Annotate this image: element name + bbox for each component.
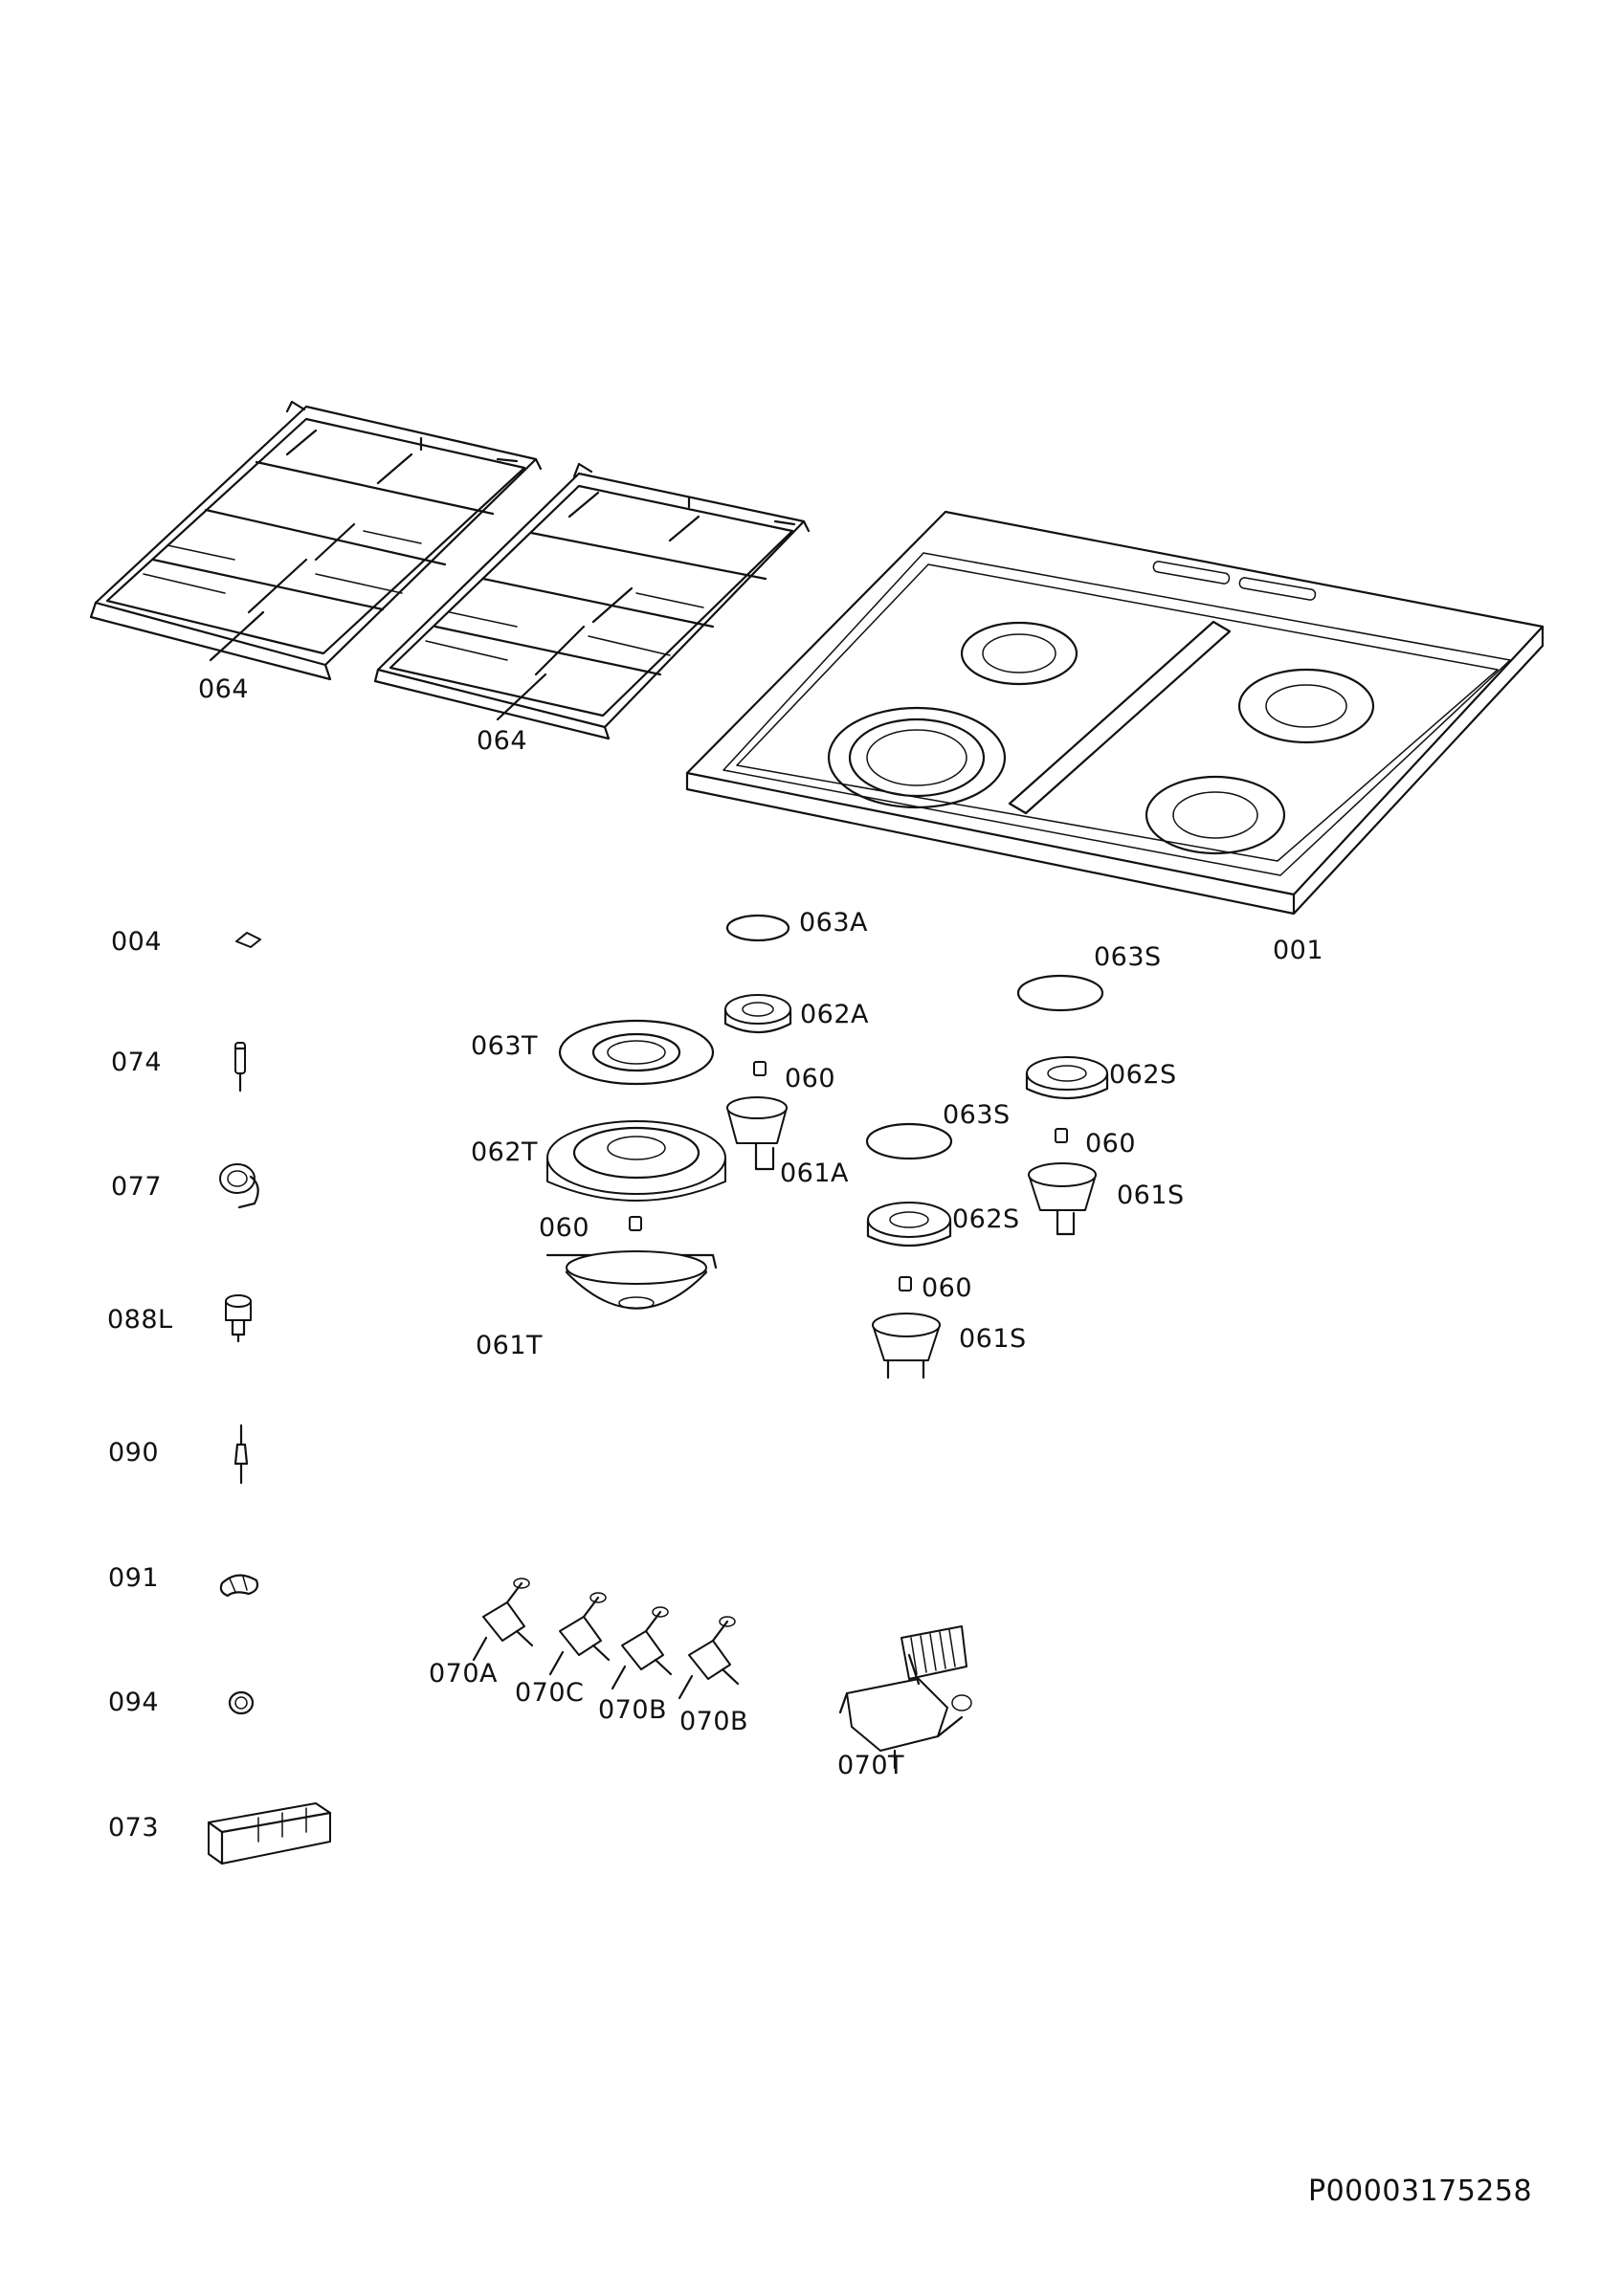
semi-rapid-crown-062s-mid <box>866 1202 952 1247</box>
semi-rapid-cap-063s-top <box>1016 974 1104 1012</box>
label-grate-064-left: 064 <box>198 674 250 704</box>
auxiliary-burner-cap-063a <box>725 914 790 942</box>
label-cap-063s-mid: 063S <box>943 1100 1011 1130</box>
label-injector-060-a: 060 <box>785 1064 836 1093</box>
label-hob-top-001: 001 <box>1273 936 1324 965</box>
triple-crown-cap-063t <box>558 1019 715 1086</box>
injector-060-semi-rapid-top <box>1055 1128 1068 1143</box>
label-crown-062a: 062A <box>800 1000 870 1029</box>
part-077-clamp-icon <box>219 1163 259 1209</box>
part-004-clip-icon <box>235 932 261 948</box>
semi-rapid-cap-063s-mid <box>865 1122 953 1160</box>
label-part-091: 091 <box>108 1563 160 1593</box>
part-090-ignition-electrode-icon <box>233 1424 249 1485</box>
semi-rapid-cup-061s-top <box>1028 1162 1097 1236</box>
label-valve-070b-second: 070B <box>679 1707 749 1736</box>
injector-060-triple-crown <box>629 1216 642 1231</box>
injector-060-auxiliary <box>753 1061 767 1076</box>
label-part-090: 090 <box>108 1438 160 1468</box>
label-part-088l: 088L <box>107 1305 173 1335</box>
label-crown-062s-top: 062S <box>1109 1060 1177 1090</box>
gas-valve-070b-second <box>678 1616 740 1700</box>
semi-rapid-crown-062s-top <box>1025 1056 1109 1100</box>
part-091-spring-clip-icon <box>219 1574 259 1598</box>
auxiliary-burner-cup-061a <box>726 1096 788 1171</box>
label-valve-070a: 070A <box>429 1659 499 1689</box>
part-074-thermocouple-icon <box>234 1042 246 1093</box>
label-part-074: 074 <box>111 1048 163 1077</box>
label-part-073: 073 <box>108 1813 160 1843</box>
injector-060-semi-rapid-mid <box>899 1276 912 1292</box>
label-cup-061a: 061A <box>780 1159 850 1188</box>
auxiliary-burner-crown-062a <box>723 994 792 1033</box>
label-grate-064-right: 064 <box>477 726 528 756</box>
gas-valve-070b-first <box>611 1606 673 1690</box>
gas-valve-070a <box>472 1578 534 1662</box>
label-valve-070t: 070T <box>837 1751 905 1780</box>
pan-support-grate-right <box>373 462 811 740</box>
label-part-094: 094 <box>108 1688 160 1717</box>
label-part-077: 077 <box>111 1172 163 1202</box>
part-088l-knob-icon <box>225 1294 252 1343</box>
label-crown-062s-mid: 062S <box>952 1204 1020 1234</box>
part-094-seal-ring-icon <box>228 1690 255 1715</box>
gas-valve-070c <box>548 1592 611 1676</box>
label-injector-060-s-mid: 060 <box>922 1273 973 1303</box>
semi-rapid-cup-061s-mid <box>872 1313 941 1380</box>
label-cap-063t: 063T <box>471 1031 539 1061</box>
label-cup-061s-mid: 061S <box>959 1324 1027 1354</box>
label-cap-063s-top: 063S <box>1094 942 1162 972</box>
label-cap-063a: 063A <box>799 908 869 938</box>
label-injector-060-s-top: 060 <box>1085 1129 1137 1159</box>
label-cup-061t: 061T <box>476 1331 544 1360</box>
triple-crown-cup-061t <box>545 1250 718 1310</box>
document-id: P00003175258 <box>1308 2175 1533 2208</box>
gas-valve-070t <box>838 1625 972 1770</box>
label-part-004: 004 <box>111 927 163 957</box>
pan-support-grate-left <box>89 400 543 681</box>
part-073-ignition-switch-block-icon <box>207 1802 332 1866</box>
label-injector-060-t: 060 <box>539 1213 590 1243</box>
triple-crown-062t <box>546 1120 726 1202</box>
label-valve-070b-first: 070B <box>598 1695 668 1725</box>
label-valve-070c: 070C <box>515 1678 585 1708</box>
label-cup-061s-top: 061S <box>1117 1181 1185 1210</box>
label-crown-062t: 062T <box>471 1137 539 1167</box>
hob-top-panel <box>685 510 1545 916</box>
